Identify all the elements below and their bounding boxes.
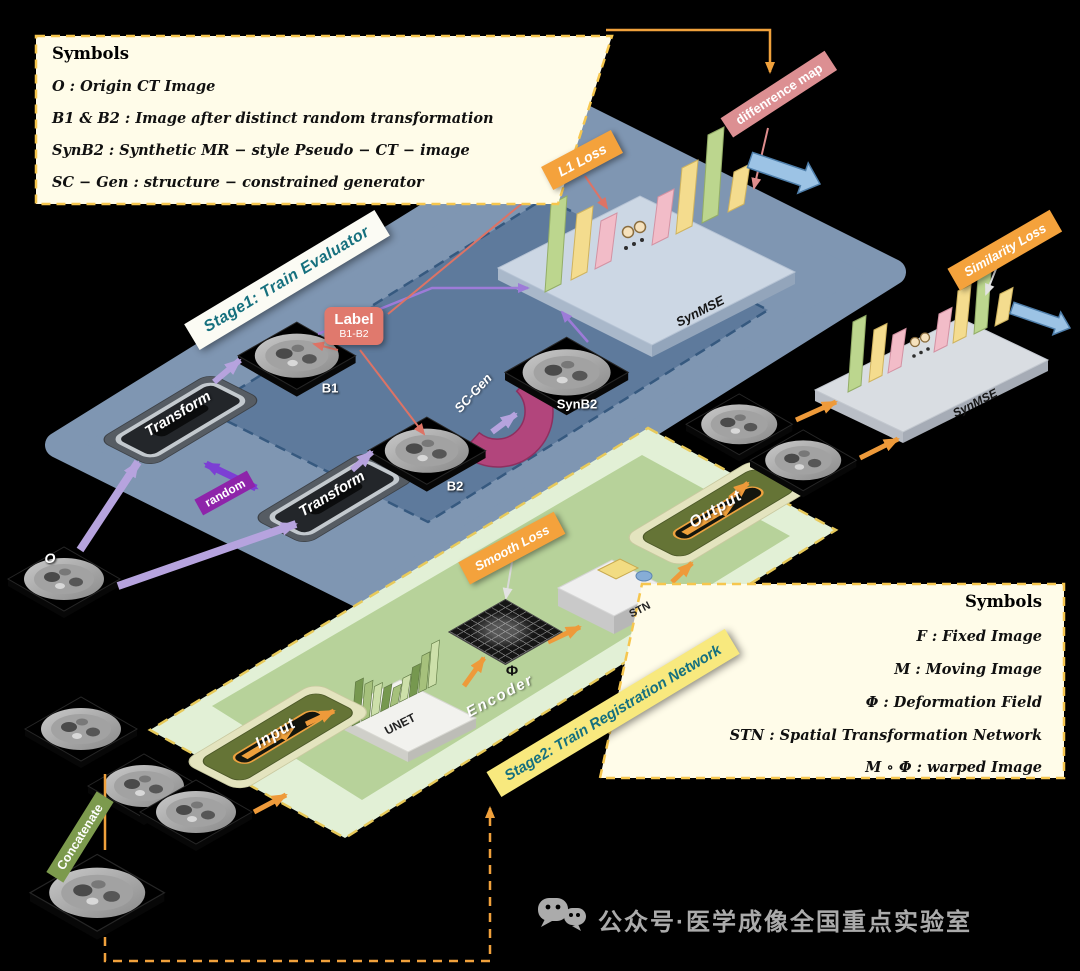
phi-label: Φ [505, 662, 519, 680]
smooth-loss-connector [502, 561, 513, 600]
legend-top-title: Symbols [52, 44, 130, 63]
unet-bars [351, 639, 440, 727]
ct-image-origin [7, 546, 121, 619]
synb2-label: SynB2 [556, 396, 598, 412]
orange-dashed-loop [103, 806, 495, 963]
legend-item: B1 & B2 : Image after distinct random tr… [52, 110, 494, 127]
stn-grid-tile [596, 558, 640, 580]
b1-label: B1 [321, 380, 339, 396]
evaluator1-planes [544, 126, 751, 293]
orange-arrows [252, 399, 900, 815]
evaluator1-platform [496, 195, 797, 357]
evaluator2-dots [909, 332, 931, 358]
b2-label: B2 [446, 478, 464, 494]
wechat-icon [538, 898, 586, 931]
legend-item: F : Fixed Image [916, 628, 1043, 645]
legend-top-box [34, 34, 614, 206]
watermark-text: 公众号·医学成像全国重点实验室 [598, 909, 972, 936]
legend-item: STN : Spatial Transformation Network [729, 727, 1042, 744]
label-b1-b2-line2: B1-B2 [339, 328, 369, 340]
blue-arrow-2 [1009, 301, 1072, 336]
transform-block-2 [257, 454, 412, 542]
legend-item: M ∘ Φ : warped Image [865, 759, 1042, 776]
lavender-arrows [76, 357, 518, 590]
legend-item: M : Moving Image [894, 661, 1042, 678]
legend-item: SC − Gen : structure − constrained gener… [52, 174, 424, 191]
evaluator1-dots [621, 220, 647, 250]
label-b1-b2-line1: Label [334, 311, 374, 328]
label-b1-b2-box: Label B1-B2 [324, 307, 384, 345]
origin-image-mark: O [44, 550, 56, 566]
legend-item: SynB2 : Synthetic MR − style Pseudo − CT… [52, 142, 470, 159]
ct-image-fixed-bottom [24, 696, 138, 769]
legend-item: Φ : Deformation Field [865, 694, 1042, 711]
blue-arrow-1 [746, 151, 822, 195]
legend-item: O : Origin CT Image [52, 78, 216, 95]
output-block [628, 461, 808, 565]
stn-sphere [635, 570, 653, 582]
legend-bottom-title: Symbols [964, 592, 1042, 611]
transform-block-1 [103, 376, 258, 464]
